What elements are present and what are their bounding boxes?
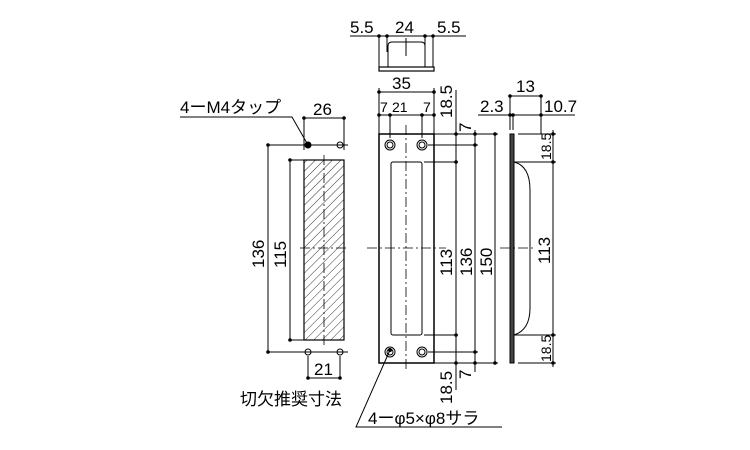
dim-length: 150: [477, 248, 496, 276]
top-view: 5.5 24 5.5: [350, 18, 466, 72]
dim-grip-len: 113: [535, 237, 554, 264]
dim-plate: 2.3: [480, 97, 504, 116]
dim-top-mid: 24: [395, 18, 414, 37]
dim-bottom-offset: 18.5: [437, 371, 456, 404]
dim-side-top: 18.5: [538, 133, 554, 160]
cutout-view: 4ーM4タップ 26 136 115 21 切欠推奨寸法: [180, 98, 348, 409]
dim-top-hole: 7: [456, 123, 475, 132]
dim-cut-length: 115: [271, 241, 290, 268]
dim-width: 35: [392, 74, 411, 93]
dim-bottom-hole: 7: [456, 370, 475, 379]
dim-sub-mid: 21: [392, 99, 408, 115]
dim-cut-pitch-v: 136: [249, 240, 268, 268]
side-view: 13 2.3 10.7 18.5 113 18.5: [478, 77, 577, 367]
dim-grip: 10.7: [544, 97, 577, 116]
dim-side-bottom: 18.5: [538, 335, 554, 362]
dim-cut-pitch-h: 21: [314, 360, 333, 379]
dim-top-left: 5.5: [350, 18, 374, 37]
dim-sub-left: 7: [380, 99, 388, 115]
dim-window: 113: [437, 249, 456, 276]
countersunk-hole-icon: [384, 139, 428, 358]
cutout-title: 切欠推奨寸法: [240, 390, 342, 409]
front-view: 35 7 21 7 18.5 7 113 136 150 18.5 7 4: [355, 74, 502, 428]
hole-note: 4ーφ5×φ8サラ: [368, 409, 479, 428]
dim-cut-width: 26: [313, 100, 332, 119]
dim-top-right: 5.5: [437, 18, 461, 37]
dim-top-offset: 18.5: [437, 85, 456, 118]
dim-depth: 13: [516, 77, 535, 96]
tap-hole-icon: [300, 141, 348, 356]
dim-hole-pitch: 136: [457, 248, 476, 276]
tap-note: 4ーM4タップ: [180, 98, 281, 117]
dim-sub-right: 7: [423, 99, 431, 115]
